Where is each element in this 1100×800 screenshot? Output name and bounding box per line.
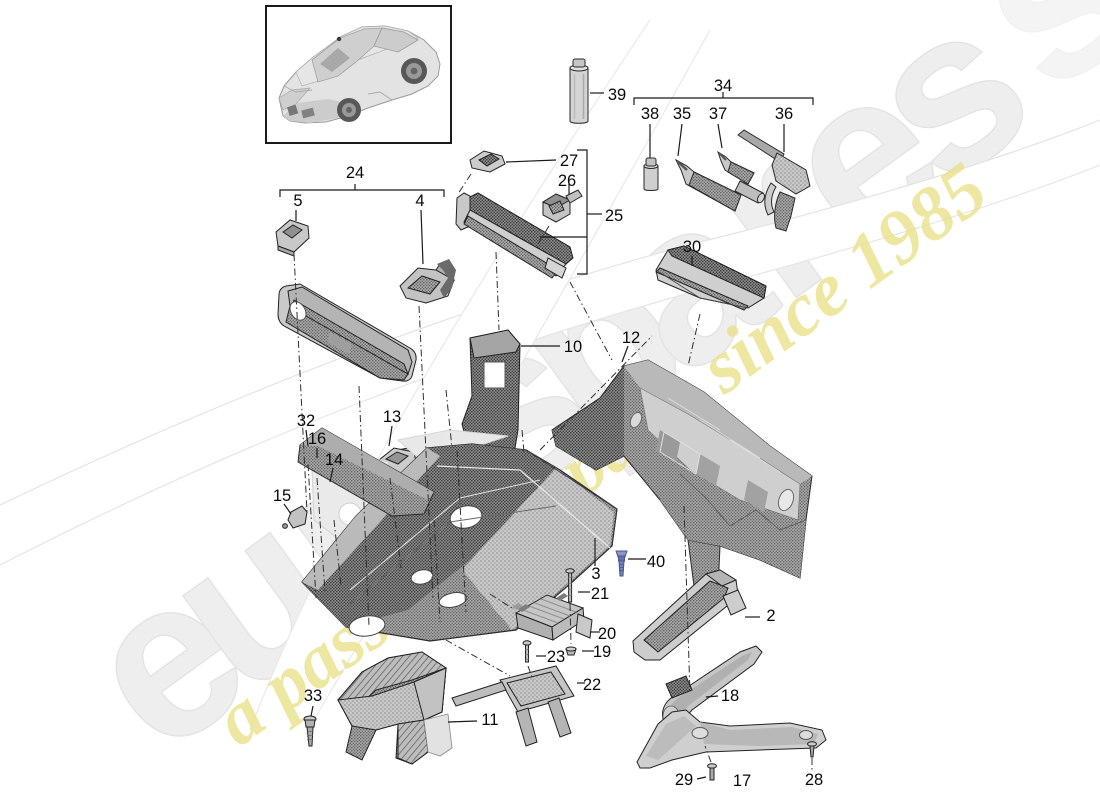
svg-text:33: 33 (304, 687, 322, 705)
svg-text:4: 4 (415, 192, 424, 210)
svg-text:29: 29 (675, 771, 693, 789)
svg-text:15: 15 (273, 487, 291, 505)
svg-text:27: 27 (560, 152, 578, 170)
svg-text:32: 32 (297, 412, 315, 430)
svg-text:28: 28 (805, 771, 823, 789)
svg-text:25: 25 (605, 207, 623, 225)
svg-text:13: 13 (383, 408, 401, 426)
svg-text:36: 36 (775, 105, 793, 123)
svg-text:35: 35 (673, 105, 691, 123)
svg-text:16: 16 (308, 430, 326, 448)
svg-text:20: 20 (598, 625, 616, 643)
svg-text:21: 21 (591, 585, 609, 603)
svg-text:18: 18 (721, 687, 739, 705)
svg-text:24: 24 (346, 164, 364, 182)
svg-text:3: 3 (591, 565, 600, 583)
svg-text:2: 2 (766, 607, 775, 625)
svg-text:23: 23 (547, 648, 565, 666)
svg-text:12: 12 (622, 329, 640, 347)
svg-text:30: 30 (683, 238, 701, 256)
svg-text:10: 10 (564, 338, 582, 356)
svg-text:39: 39 (608, 86, 626, 104)
svg-text:19: 19 (593, 643, 611, 661)
svg-text:14: 14 (325, 451, 343, 469)
svg-text:22: 22 (583, 676, 601, 694)
svg-text:34: 34 (714, 77, 732, 95)
svg-text:26: 26 (558, 172, 576, 190)
svg-text:17: 17 (733, 772, 751, 790)
svg-text:40: 40 (647, 553, 665, 571)
svg-text:11: 11 (481, 711, 498, 729)
svg-text:38: 38 (641, 105, 659, 123)
svg-text:5: 5 (293, 192, 302, 210)
svg-text:37: 37 (709, 105, 727, 123)
